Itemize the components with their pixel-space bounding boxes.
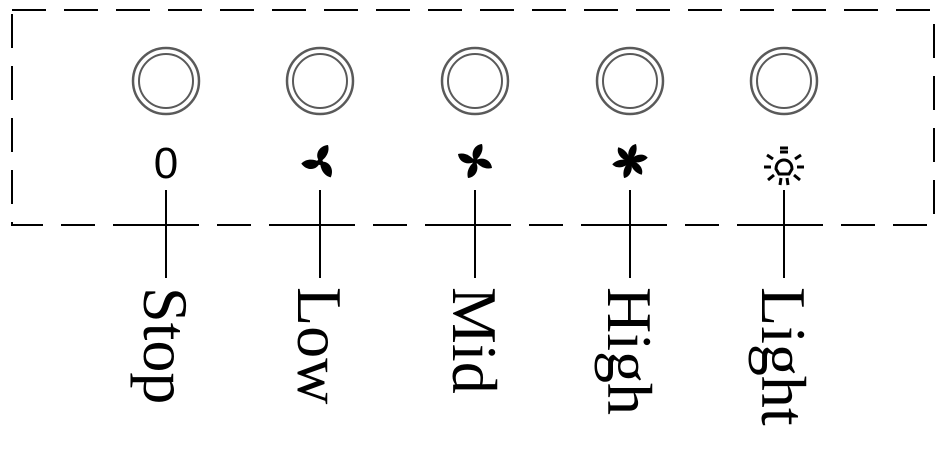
control-high: High [594,46,665,415]
control-light: Light [748,46,819,426]
stop-button[interactable] [131,46,201,116]
high-button[interactable] [595,46,665,116]
power-off-icon: 0 [154,139,178,188]
fan-low-icon [301,145,332,178]
control-stop: 0 Stop [130,46,201,404]
low-label: Low [284,287,355,404]
mid-button[interactable] [440,46,510,116]
light-button[interactable] [749,46,819,116]
light-bulb-icon [764,146,804,186]
control-mid: Mid [439,46,510,394]
high-label: High [594,287,665,415]
fan-mid-icon [458,144,492,178]
control-low: Low [284,46,355,404]
mid-label: Mid [439,287,510,394]
stop-label: Stop [130,287,201,404]
light-label: Light [748,287,819,426]
fan-high-icon [612,144,648,178]
panel-outline [11,9,935,226]
low-button[interactable] [285,46,355,116]
